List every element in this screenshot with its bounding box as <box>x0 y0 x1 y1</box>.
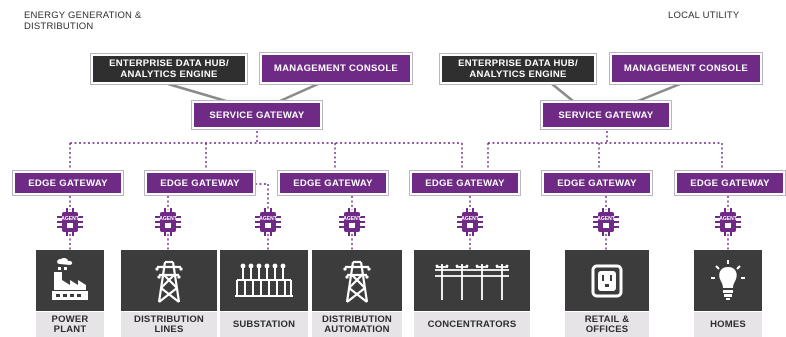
management-console-right: MANAGEMENT CONSOLE <box>609 52 763 85</box>
agent-label: AGENT <box>343 216 361 222</box>
agent-label: AGENT <box>159 216 177 222</box>
label-homes: HOMES <box>694 312 762 337</box>
section-title-energy-generation: ENERGY GENERATION & DISTRIBUTION <box>24 10 142 32</box>
tile-distribution-automation <box>312 250 402 311</box>
agent-label: AGENT <box>259 216 277 222</box>
substation-icon <box>235 263 293 297</box>
edge-gateway-6: EDGE GATEWAY <box>674 170 786 196</box>
service-gateway-right: SERVICE GATEWAY <box>540 100 672 130</box>
edge-gateway-5: EDGE GATEWAY <box>541 170 653 196</box>
distribution-lines-icon <box>155 260 183 303</box>
label-concentrators: CONCENTRATORS <box>414 312 530 337</box>
enterprise-data-hub-right: ENTERPRISE DATA HUB/ ANALYTICS ENGINE <box>439 53 597 85</box>
agent-label: AGENT <box>461 216 479 222</box>
agent-label: AGENT <box>61 216 79 222</box>
edge-gateway-4: EDGE GATEWAY <box>409 170 521 196</box>
concentrators-icon <box>435 263 509 300</box>
label-substation: SUBSTATION <box>220 312 308 337</box>
edge-gateway-3: EDGE GATEWAY <box>277 170 389 196</box>
label-distribution-lines: DISTRIBUTION LINES <box>121 312 217 337</box>
label-power-plant: POWER PLANT <box>36 312 104 337</box>
tile-substation <box>220 250 308 311</box>
agent-chip-icon: AGENT <box>57 208 83 236</box>
lightbulb-icon <box>711 259 745 300</box>
label-retail-offices: RETAIL & OFFICES <box>565 312 649 337</box>
tile-power-plant <box>36 250 104 311</box>
tile-retail-offices <box>565 250 649 311</box>
agent-chip-icon: AGENT <box>155 208 181 236</box>
distribution-automation-icon <box>343 260 371 303</box>
tile-distribution-lines <box>121 250 217 311</box>
tile-concentrators <box>414 250 530 311</box>
enterprise-data-hub-left: ENTERPRISE DATA HUB/ ANALYTICS ENGINE <box>90 53 248 85</box>
agent-chip-icon: AGENT <box>255 208 281 236</box>
agent-chip-icon: AGENT <box>715 208 741 236</box>
management-console-left: MANAGEMENT CONSOLE <box>259 52 413 85</box>
edge-gateway-2: EDGE GATEWAY <box>144 170 256 196</box>
agent-chip-icon: AGENT <box>457 208 483 236</box>
agent-label: AGENT <box>597 216 615 222</box>
label-distribution-automation: DISTRIBUTION AUTOMATION <box>312 312 402 337</box>
agent-chip-icon: AGENT <box>339 208 365 236</box>
edge-gateway-1: EDGE GATEWAY <box>12 170 124 196</box>
power-plant-icon <box>52 257 88 300</box>
agent-label: AGENT <box>719 216 737 222</box>
agent-chip-icon: AGENT <box>593 208 619 236</box>
tile-homes <box>694 250 762 311</box>
outlet-icon <box>591 264 623 297</box>
section-title-local-utility: LOCAL UTILITY <box>668 10 740 21</box>
service-gateway-left: SERVICE GATEWAY <box>191 100 323 130</box>
